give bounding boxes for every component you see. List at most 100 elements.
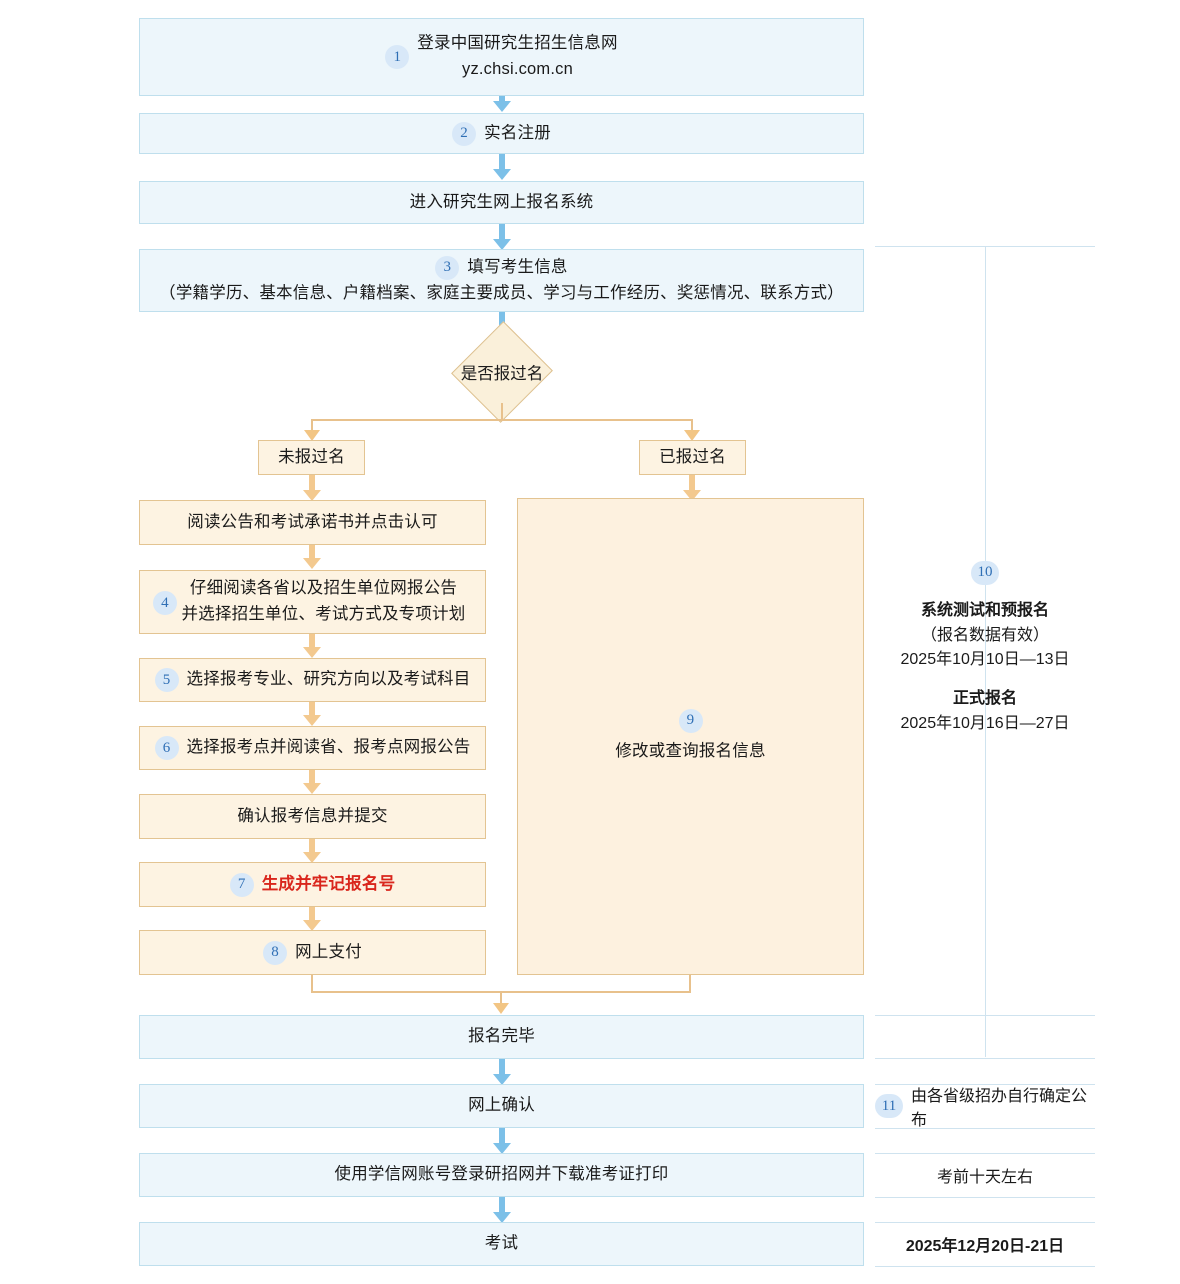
connector-branchleft-to-l1 [303,475,321,501]
node-fill-candidate-info-line1: 填写考生信息 [467,257,568,276]
merge-left-stem [311,975,313,993]
node-read-announcement-confirm[interactable]: 阅读公告和考试承诺书并点击认可 [139,500,486,545]
branch-not-registered[interactable]: 未报过名 [258,440,365,475]
step-badge-1: 1 [385,45,410,69]
timeline-row-12-label: 考前十天左右 [936,1169,1033,1186]
node-login-site-content: 1 登录中国研究生招生信息网 yz.chsi.com.cn [385,31,618,82]
node-read-province-unit-announcement-line2: 并选择招生单位、考试方式及专项计划 [181,605,466,623]
timeline-rule-ticket-bottom [875,1197,1095,1198]
timeline-block-10-title2: 正式报名 [952,690,1017,708]
node-confirm-and-submit[interactable]: 确认报考信息并提交 [139,794,486,839]
timeline-rule-registration-complete-top [875,1015,1095,1016]
node-fill-candidate-info-head: 3 填写考生信息 [435,255,567,281]
node-enter-registration-system[interactable]: 进入研究生网上报名系统 [139,181,864,224]
node-fill-candidate-info-content: 3 填写考生信息 （学籍学历、基本信息、户籍档案、家庭主要成员、学习与工作经历、… [159,255,844,306]
node-login-site-line1: 登录中国研究生招生信息网 [417,34,618,53]
timeline-rule-exam-top [875,1222,1095,1223]
step-badge-10: 10 [971,560,999,585]
timeline-block-10-title1: 系统测试和预报名 [920,601,1049,619]
timeline-block-10-sub1: （报名数据有效） [920,626,1049,644]
node-real-name-register-label: 实名注册 [484,123,551,142]
node-online-confirmation-label: 网上确认 [468,1096,535,1115]
timeline-row-11: 11 由各省级招办自行确定公布 [875,1084,1095,1129]
branch-already-registered[interactable]: 已报过名 [639,440,746,475]
connector-1-to-2 [493,96,511,112]
connector-f1-to-f2 [493,1059,511,1085]
connector-l1-to-l2 [303,545,321,569]
decision-split-left-drop [311,419,313,433]
node-read-province-unit-announcement-line1: 仔细阅读各省以及招生单位网报公告 [189,579,458,598]
timeline-row-13-label: 2025年12月20日-21日 [905,1238,1065,1255]
decision-right-arrowhead [684,430,700,441]
merge-center-stem [500,991,502,1005]
step-badge-5: 5 [154,668,179,692]
connector-branchright-to-r1 [683,475,701,501]
connector-l6-to-l7 [303,907,321,931]
connector-l2-to-l3 [303,634,321,658]
step-badge-2: 2 [452,121,477,146]
node-confirm-and-submit-label: 确认报考信息并提交 [237,806,388,825]
connector-3-to-4 [493,224,511,250]
decision-have-registered-before[interactable]: 是否报过名 [443,321,561,423]
decision-split-right-drop [691,419,693,433]
node-select-exam-site-content: 6 选择报考点并阅读省、报考点网报公告 [154,735,471,761]
step-badge-3: 3 [435,255,460,280]
node-fill-candidate-info-line2: （学籍学历、基本信息、户籍档案、家庭主要成员、学习与工作经历、奖惩情况、联系方式… [159,283,844,302]
node-select-major-direction-subjects-label: 选择报考专业、研究方向以及考试科目 [186,670,471,689]
node-modify-or-query-registration-label: 修改或查询报名信息 [615,741,766,760]
node-modify-or-query-registration-content: 9 修改或查询报名信息 [615,708,766,765]
decision-left-arrowhead [304,430,320,441]
step-badge-9: 9 [678,708,703,733]
step-badge-4: 4 [153,591,177,615]
timeline-rule-registration-complete-bottom [875,1058,1095,1059]
node-registration-complete[interactable]: 报名完毕 [139,1015,864,1059]
branch-not-registered-label: 未报过名 [278,447,345,466]
node-login-site[interactable]: 1 登录中国研究生招生信息网 yz.chsi.com.cn [139,18,864,96]
connector-l3-to-l4 [303,702,321,726]
node-online-payment-content: 8 网上支付 [263,940,362,966]
decision-label: 是否报过名 [460,365,544,383]
timeline-block-10: 10 系统测试和预报名 （报名数据有效） 2025年10月10日—13日 正式报… [875,560,1095,737]
step-badge-6: 6 [154,736,179,760]
merge-right-stem [689,975,691,993]
node-download-admission-ticket[interactable]: 使用学信网账号登录研招网并下载准考证打印 [139,1153,864,1197]
connector-f2-to-f3 [493,1128,511,1154]
node-fill-candidate-info[interactable]: 3 填写考生信息 （学籍学历、基本信息、户籍档案、家庭主要成员、学习与工作经历、… [139,249,864,312]
node-generate-registration-number[interactable]: 7 生成并牢记报名号 [139,862,486,907]
node-read-announcement-confirm-label: 阅读公告和考试承诺书并点击认可 [187,512,438,531]
timeline-block-10-date2: 2025年10月16日—27日 [900,714,1070,732]
node-exam-label: 考试 [484,1234,519,1253]
node-online-confirmation[interactable]: 网上确认 [139,1084,864,1128]
node-generate-registration-number-content: 7 生成并牢记报名号 [229,872,396,898]
timeline-rule-exam-bottom [875,1266,1095,1267]
timeline-rule-online-confirm-top [875,1084,1095,1085]
connector-l4-to-l5 [303,770,321,794]
connector-f3-to-f4 [493,1197,511,1223]
decision-split-bar [311,419,693,421]
node-exam[interactable]: 考试 [139,1222,864,1266]
node-online-payment[interactable]: 8 网上支付 [139,930,486,975]
node-read-province-unit-announcement[interactable]: 4 仔细阅读各省以及招生单位网报公告 并选择招生单位、考试方式及专项计划 [139,570,486,634]
node-modify-or-query-registration[interactable]: 9 修改或查询报名信息 [517,498,864,975]
node-online-payment-label: 网上支付 [295,942,362,961]
timeline-rule-online-confirm-bottom [875,1128,1095,1129]
timeline-rule-ticket-top [875,1153,1095,1154]
timeline-row-11-label: 由各省级招办自行确定公布 [911,1088,1088,1129]
decision-split-stem [501,403,503,421]
timeline-row-12: 考前十天左右 [875,1153,1095,1197]
timeline-block-10-date1: 2025年10月10日—13日 [900,651,1070,669]
node-select-major-direction-subjects-content: 5 选择报考专业、研究方向以及考试科目 [154,667,471,693]
node-select-exam-site[interactable]: 6 选择报考点并阅读省、报考点网报公告 [139,726,486,770]
node-registration-complete-label: 报名完毕 [468,1027,535,1046]
connector-l5-to-l6 [303,839,321,863]
node-login-site-text: 登录中国研究生招生信息网 yz.chsi.com.cn [417,31,617,82]
node-select-major-direction-subjects[interactable]: 5 选择报考专业、研究方向以及考试科目 [139,658,486,702]
node-generate-registration-number-label: 生成并牢记报名号 [261,874,396,893]
node-real-name-register[interactable]: 2 实名注册 [139,113,864,154]
node-select-exam-site-label: 选择报考点并阅读省、报考点网报公告 [186,738,471,757]
node-real-name-register-content: 2 实名注册 [452,121,551,147]
node-login-site-line2: yz.chsi.com.cn [462,60,573,78]
timeline-block-10-badge-wrap: 10 [875,560,1095,585]
connector-2-to-3 [493,154,511,180]
